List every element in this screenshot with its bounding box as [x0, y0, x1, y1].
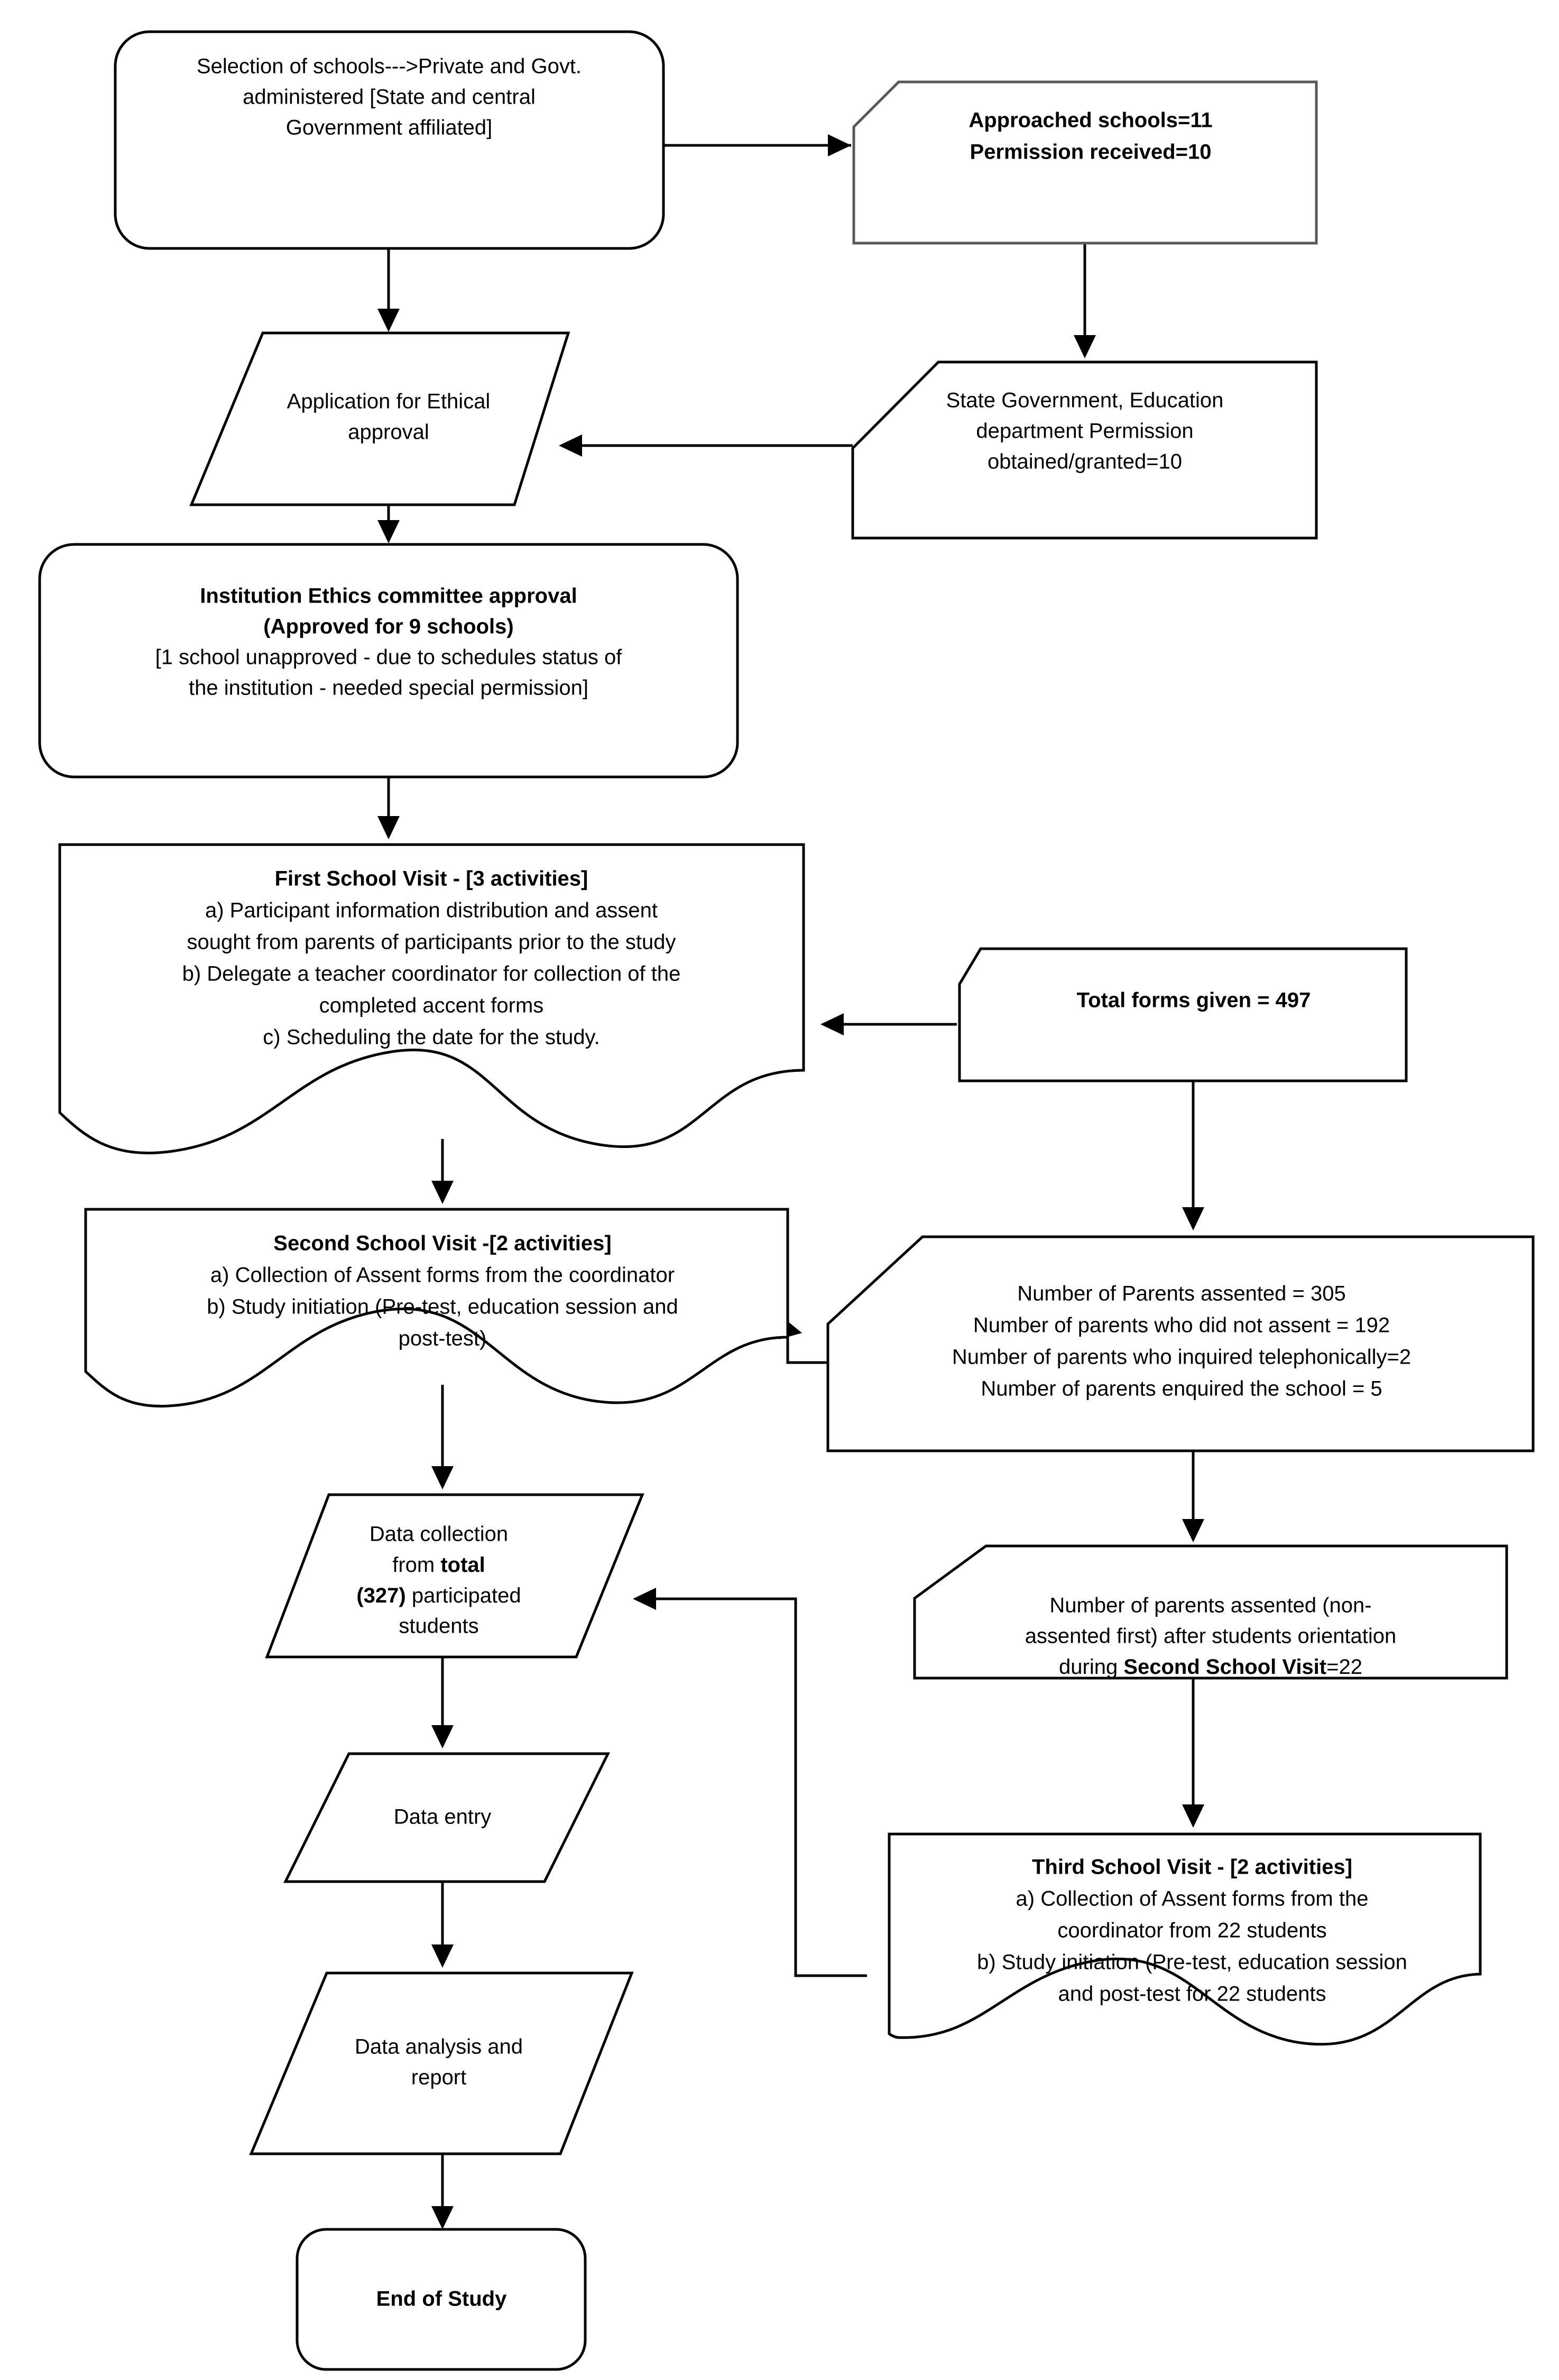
node-total-forms-given[interactable]: Total forms given = 497 [958, 947, 1408, 1082]
state-government-permission-line-2: department Permission [976, 420, 1193, 443]
edge-datacollection-to-dataentry [431, 1657, 454, 1748]
application-ethical-approval-shape[interactable] [189, 331, 570, 506]
data-analysis-report-shape[interactable] [249, 1971, 634, 2155]
edge-thirdvisit-to-datacollection [633, 1588, 867, 1977]
second-school-visit-line-1: Second School Visit -[2 activities] [273, 1232, 611, 1255]
parents-assent-summary-line-1: Number of Parents assented = 305 [1017, 1282, 1345, 1305]
data-collection-line-4: students [399, 1615, 478, 1638]
node-third-school-visit[interactable]: Third School Visit - [2 activities] a) C… [888, 1832, 1482, 2046]
edge-totalforms-to-firstvisit [820, 1013, 957, 1035]
first-school-visit-line-3: sought from parents of participants prio… [187, 931, 676, 954]
institution-ethics-approval-shape[interactable] [38, 543, 739, 779]
parents-assent-summary-line-2: Number of parents who did not assent = 1… [973, 1314, 1390, 1337]
first-school-visit-shape[interactable] [58, 843, 805, 1154]
second-school-visit-line-2: a) Collection of Assent forms from the c… [210, 1264, 675, 1287]
state-government-permission-line-1: State Government, Education [946, 389, 1224, 412]
first-school-visit-line-4: b) Delegate a teacher coordinator for co… [182, 962, 681, 986]
approached-schools-line-1: Approached schools=11 [968, 109, 1212, 132]
node-data-collection[interactable]: Data collection from total (327) partici… [265, 1493, 644, 1659]
parents-assented-after-orientation-line-2: assented first) after students orientati… [1025, 1625, 1397, 1648]
node-selection-of-schools[interactable]: Selection of schools--->Private and Govt… [114, 30, 665, 250]
edge-afterorientation-to-thirdvisit [1182, 1678, 1204, 1828]
node-application-ethical-approval[interactable]: Application for Ethical approval [189, 331, 570, 506]
second-school-visit-shape[interactable] [84, 1208, 789, 1407]
edge-approached-to-stategov [1074, 243, 1096, 358]
parents-assent-summary-line-3: Number of parents who inquired telephoni… [952, 1346, 1411, 1369]
third-school-visit-line-2: a) Collection of Assent forms from the [1016, 1887, 1369, 1911]
first-school-visit-line-6: c) Scheduling the date for the study. [263, 1026, 599, 1049]
edge-parentsassent-to-afterorientation [1182, 1451, 1204, 1542]
edge-dataentry-to-dataanalysis [431, 1882, 454, 1968]
third-school-visit-line-4: b) Study initiation (Pre-test, education… [977, 1951, 1407, 1974]
node-data-entry[interactable]: Data entry [283, 1752, 611, 1883]
parents-assented-after-orientation-line-3: during Second School Visit=22 [1059, 1655, 1362, 1679]
edge-ethical-to-institution [377, 505, 400, 543]
third-school-visit-line-3: coordinator from 22 students [1057, 1919, 1326, 1942]
data-collection-line-3: (327) participated [356, 1584, 521, 1607]
node-parents-assent-summary[interactable]: Number of Parents assented = 305 Number … [826, 1235, 1535, 1452]
data-analysis-report-line-1: Data analysis and [355, 2035, 523, 2059]
edge-secondvisit-to-datacollection [431, 1385, 454, 1489]
edge-selection-to-approached [663, 134, 851, 156]
data-collection-line-2: from total [392, 1553, 485, 1577]
third-school-visit-line-5: and post-test for 22 students [1058, 1983, 1326, 2006]
second-school-visit-line-4: post-test) [399, 1327, 487, 1350]
node-approached-schools[interactable]: Approached schools=11 Permission receive… [852, 80, 1318, 245]
application-ethical-approval-line-2: approval [348, 421, 429, 444]
edge-selection-to-ethical [377, 248, 400, 332]
data-entry-line-1: Data entry [394, 1805, 492, 1829]
node-first-school-visit[interactable]: First School Visit - [3 activities] a) P… [58, 843, 805, 1154]
total-forms-given-line-1: Total forms given = 497 [1077, 989, 1311, 1012]
node-institution-ethics-approval[interactable]: Institution Ethics committee approval (A… [38, 543, 739, 779]
second-school-visit-line-3: b) Study initiation (Pre-test, education… [207, 1295, 678, 1319]
data-collection-line-1: Data collection [370, 1523, 508, 1546]
approached-schools-line-2: Permission received=10 [970, 141, 1212, 164]
institution-ethics-approval-line-1: Institution Ethics committee approval [200, 585, 577, 608]
node-state-government-permission[interactable]: State Government, Education department P… [851, 360, 1318, 540]
parents-assented-after-orientation-shape[interactable] [913, 1544, 1508, 1680]
state-government-permission-line-3: obtained/granted=10 [988, 450, 1182, 474]
connector-layer [377, 134, 1204, 2229]
selection-of-schools-line-1: Selection of schools--->Private and Govt… [197, 55, 582, 78]
state-government-permission-shape[interactable] [851, 360, 1318, 540]
first-school-visit-line-1: First School Visit - [3 activities] [275, 867, 588, 891]
institution-ethics-approval-line-3: [1 school unapproved - due to schedules … [155, 646, 623, 669]
node-data-analysis-report[interactable]: Data analysis and report [249, 1971, 634, 2155]
first-school-visit-line-2: a) Participant information distribution … [205, 899, 658, 922]
end-of-study-shape[interactable] [296, 2228, 587, 2371]
node-end-of-study[interactable]: End of Study [296, 2228, 587, 2371]
data-collection-shape[interactable] [265, 1493, 644, 1659]
edge-totalforms-to-parentsassent [1182, 1081, 1204, 1230]
data-entry-shape[interactable] [283, 1752, 611, 1883]
edge-dataanalysis-to-endofstudy [431, 2154, 454, 2229]
institution-ethics-approval-line-2: (Approved for 9 schools) [263, 615, 513, 638]
approached-schools-shape[interactable] [852, 80, 1318, 245]
application-ethical-approval-line-1: Application for Ethical [287, 390, 491, 413]
node-parents-assented-after-orientation[interactable]: Number of parents assented (non- assente… [913, 1544, 1508, 1680]
edge-institution-to-firstvisit [377, 777, 400, 839]
node-second-school-visit[interactable]: Second School Visit -[2 activities] a) C… [84, 1208, 789, 1407]
third-school-visit-shape[interactable] [888, 1832, 1482, 2046]
selection-of-schools-line-3: Government affiliated] [286, 116, 493, 140]
data-analysis-report-line-2: report [411, 2066, 467, 2089]
parents-assent-summary-shape[interactable] [826, 1235, 1535, 1452]
edge-stategov-to-ethical [559, 434, 853, 457]
selection-of-schools-line-2: administered [State and central [243, 86, 536, 109]
third-school-visit-line-1: Third School Visit - [2 activities] [1032, 1856, 1352, 1879]
selection-of-schools-shape[interactable] [114, 30, 665, 250]
end-of-study-line-1: End of Study [376, 2288, 507, 2311]
edge-firstvisit-to-secondvisit [431, 1139, 454, 1204]
institution-ethics-approval-line-4: the institution - needed special permiss… [189, 677, 588, 700]
total-forms-given-shape[interactable] [958, 947, 1408, 1082]
parents-assented-after-orientation-line-1: Number of parents assented (non- [1049, 1594, 1371, 1617]
parents-assent-summary-line-4: Number of parents enquired the school = … [981, 1377, 1382, 1401]
first-school-visit-line-5: completed accent forms [319, 994, 544, 1017]
